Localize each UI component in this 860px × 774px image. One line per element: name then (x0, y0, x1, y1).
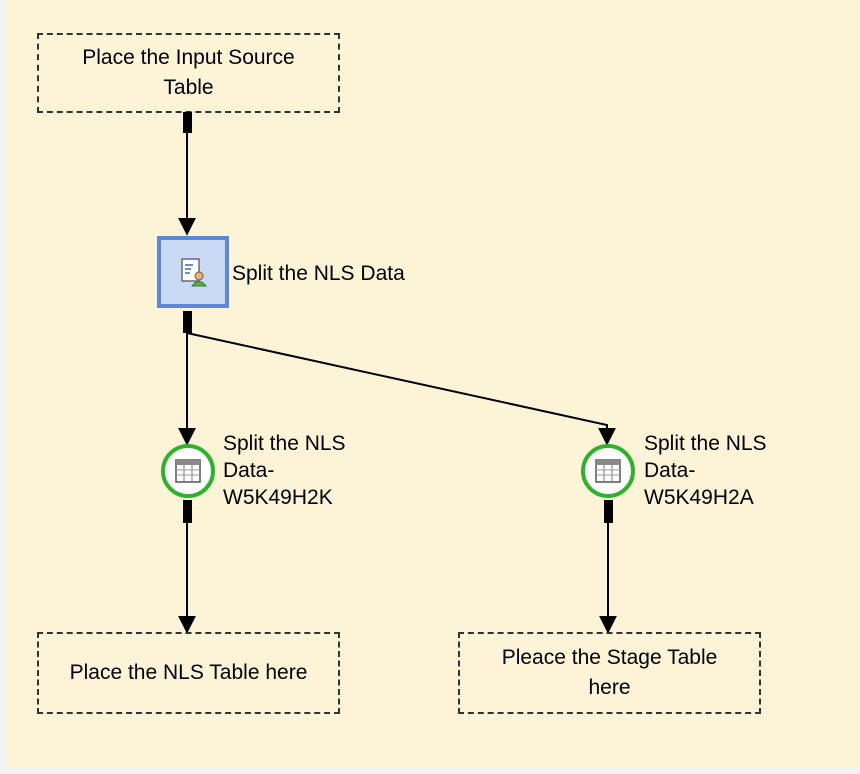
output-node-w5k49h2a-label-line3: W5K49H2A (644, 486, 754, 509)
connection-wires (178, 133, 617, 634)
input-source-output-port[interactable] (183, 112, 192, 133)
diagram-canvas[interactable]: Place the Input Source Table Split the N… (6, 0, 860, 768)
output-node-w5k49h2k-label-line3: W5K49H2K (223, 486, 333, 509)
output-node-w5k49h2a[interactable] (581, 444, 635, 498)
table-icon (175, 459, 201, 483)
split-node-label: Split the NLS Data (232, 262, 405, 285)
output-node-w5k49h2k-port[interactable] (183, 500, 192, 523)
output-node-w5k49h2a-label: Split the NLS Data- W5K49H2A (644, 430, 767, 511)
table-icon (595, 459, 621, 483)
output-node-w5k49h2a-port[interactable] (604, 500, 613, 523)
input-source-table-label: Place the Input Source Table (82, 46, 295, 99)
split-transform-node[interactable] (157, 236, 229, 308)
nls-table-placeholder[interactable]: Place the NLS Table here (37, 632, 340, 714)
output-node-w5k49h2k[interactable] (161, 444, 215, 498)
output-node-w5k49h2a-label-line2: Data- (644, 459, 696, 482)
transform-icon (181, 258, 207, 287)
input-source-table-placeholder[interactable]: Place the Input Source Table (37, 33, 340, 113)
nls-table-label: Place the NLS Table here (69, 661, 308, 684)
stage-table-label: Pleace the Stage Table here (501, 646, 718, 699)
output-node-w5k49h2k-label: Split the NLS Data- W5K49H2K (223, 430, 346, 511)
split-output-port[interactable] (183, 311, 192, 333)
output-node-w5k49h2k-label-line1: Split the NLS (223, 432, 346, 455)
output-node-w5k49h2a-label-line1: Split the NLS (644, 432, 767, 455)
stage-table-placeholder[interactable]: Pleace the Stage Table here (458, 632, 761, 714)
wire-split-to-output-a (186, 332, 616, 446)
output-node-w5k49h2k-label-line2: Data- (223, 459, 275, 482)
